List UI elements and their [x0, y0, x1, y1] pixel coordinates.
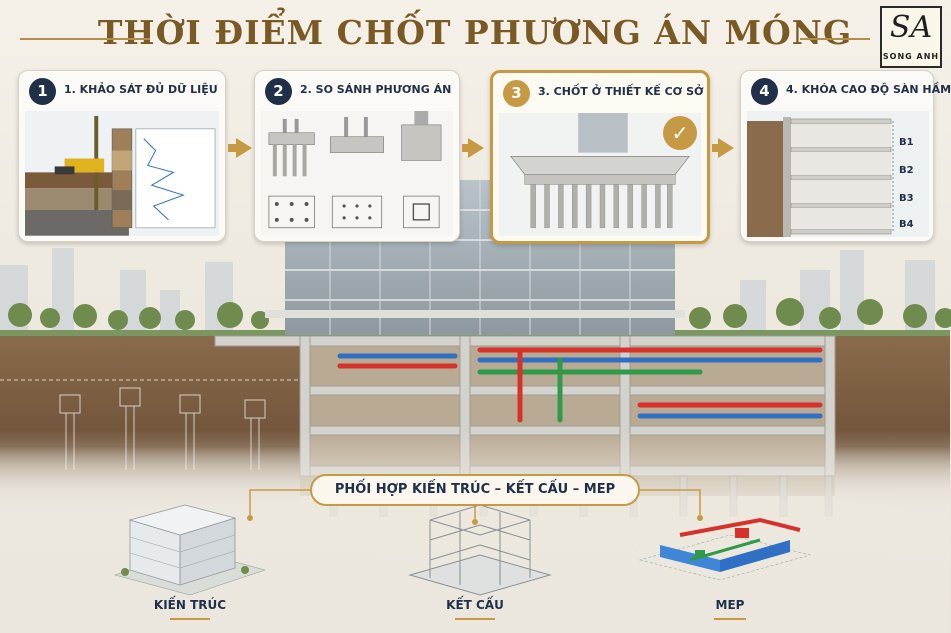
- logo-monogram: SA: [889, 10, 933, 45]
- step-1-card: 1 1. KHẢO SÁT ĐỦ DỮ LIỆU: [18, 70, 226, 242]
- label-mep: MEP: [715, 598, 745, 612]
- label-structure-underline: [455, 618, 495, 620]
- brand-logo: SA SONG ANH: [880, 6, 942, 68]
- title-rule-left: [20, 38, 150, 40]
- label-architecture: KIẾN TRÚC: [153, 598, 227, 612]
- step-1-number: 1: [29, 78, 56, 105]
- step-3-card: 3 3. CHỐT Ở THIẾT KẾ CƠ SỞ: [490, 70, 710, 244]
- basement-level-b2: B2: [899, 165, 914, 176]
- architecture-model: [113, 504, 267, 596]
- basement-section-illustration: [747, 111, 929, 237]
- step-3-number: 3: [503, 80, 530, 107]
- arrow-3-icon: [718, 138, 734, 158]
- title-bar: THỜI ĐIỂM CHỐT PHƯƠNG ÁN MÓNG: [0, 6, 950, 60]
- label-structure: KẾT CẤU: [446, 598, 504, 612]
- structure-model: [408, 504, 552, 596]
- basement-level-b3: B3: [899, 193, 914, 204]
- mep-pipes: [337, 347, 823, 423]
- basement-level-b4: B4: [899, 219, 914, 230]
- basement-level-b1: B1: [899, 137, 914, 148]
- label-architecture-underline: [170, 618, 210, 620]
- survey-illustration: [25, 111, 219, 236]
- logo-brand: SONG ANH: [882, 52, 940, 61]
- foundation-model-illustration: [499, 113, 701, 236]
- arrow-3-stem: [712, 144, 722, 152]
- arrow-2-icon: [468, 138, 484, 158]
- step-4-card: 4 4. KHÓA CAO ĐỘ SÀN HẦM B1 B2 B3 B4: [740, 70, 951, 242]
- step-1-label: 1. KHẢO SÁT ĐỦ DỮ LIỆU: [64, 83, 218, 96]
- coordination-banner: PHỐI HỢP KIẾN TRÚC – KẾT CẤU – MEP: [310, 474, 640, 506]
- step-2-card: 2 2. SO SÁNH PHƯƠNG ÁN: [254, 70, 460, 242]
- arrow-2-stem: [462, 144, 472, 152]
- step-2-label: 2. SO SÁNH PHƯƠNG ÁN: [300, 83, 452, 96]
- page-title: THỜI ĐIỂM CHỐT PHƯƠNG ÁN MÓNG: [97, 13, 853, 52]
- arrow-1-icon: [236, 138, 252, 158]
- label-mep-underline: [714, 618, 746, 620]
- mep-model: [638, 517, 812, 581]
- step-3-label: 3. CHỐT Ở THIẾT KẾ CƠ SỞ: [538, 85, 704, 98]
- title-rule-right: [800, 38, 870, 40]
- step-4-label: 4. KHÓA CAO ĐỘ SÀN HẦM: [786, 83, 951, 96]
- checkmark-icon: ✓: [663, 116, 697, 150]
- arrow-1-stem: [228, 144, 240, 152]
- trees: [8, 298, 951, 330]
- step-4-number: 4: [751, 78, 778, 105]
- comparison-illustration: [261, 111, 453, 236]
- step-2-number: 2: [265, 78, 292, 105]
